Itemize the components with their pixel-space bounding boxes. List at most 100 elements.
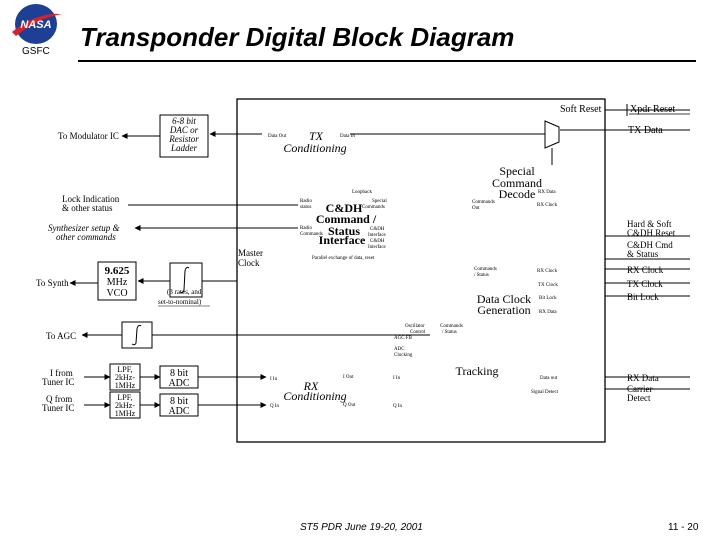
cdh-iface-a-2: Interface bbox=[368, 233, 387, 238]
xpdr-reset-label: Xpdr Reset bbox=[630, 104, 675, 115]
cdh-special-commands-2: Commands bbox=[362, 205, 385, 210]
dac-line-3: Resistor bbox=[168, 134, 199, 144]
rx-clock-out: RX Clock bbox=[627, 265, 664, 275]
bit-lock-out: Bit Lock bbox=[627, 292, 659, 302]
synth-setup-2: other commands bbox=[56, 232, 116, 242]
dcg-rx-data: RX Data bbox=[539, 310, 557, 315]
lock-indication-1: Lock Indication bbox=[62, 194, 120, 204]
nasa-logo-swoosh bbox=[12, 13, 62, 36]
osc-control-2: Control bbox=[410, 330, 426, 335]
cdh-title-2: Command / bbox=[316, 212, 377, 226]
adc-q-2: ADC bbox=[168, 406, 189, 417]
rx-cond-title: RX bbox=[303, 379, 319, 393]
lpf-q-block bbox=[109, 391, 141, 419]
special-cmd-commands-out-2: Out bbox=[472, 206, 480, 211]
tx-mux bbox=[544, 120, 560, 149]
dcg-rx-clock: RX Clock bbox=[537, 269, 558, 274]
adc-i-2: ADC bbox=[168, 378, 189, 389]
cdh-radio-status-2: status bbox=[300, 205, 311, 210]
adc-q-1: 8 bit bbox=[170, 396, 188, 407]
dcg-commands-2: / Status bbox=[474, 273, 489, 278]
integrator-note-2: set-to-nominal) bbox=[158, 298, 202, 306]
tracking-signal-detect: Signal Detect bbox=[531, 390, 559, 395]
cdh-loopback: Loopback bbox=[352, 190, 372, 195]
title-rule bbox=[78, 60, 696, 62]
cdh-title-3: Status bbox=[328, 224, 360, 238]
i-from-tuner-2: Tuner IC bbox=[42, 377, 74, 387]
rx-cond-i-out: I Out bbox=[343, 375, 354, 380]
rx-cond-q-in: Q In bbox=[270, 404, 280, 409]
lpf-i-3: 1MHz bbox=[115, 381, 136, 390]
tracking-q-in: Q In bbox=[393, 404, 403, 409]
agc-commands-2: / Status bbox=[442, 330, 457, 335]
lock-indication-2: & other status bbox=[62, 203, 113, 213]
to-agc-label: To AGC bbox=[46, 331, 76, 341]
master-clock-1: Master bbox=[238, 248, 263, 258]
vco-block bbox=[97, 261, 137, 301]
special-cmd-line-1: Special bbox=[499, 164, 535, 178]
cdh-radio-commands-2: Commands bbox=[300, 232, 323, 237]
special-cmd-line-3: Decode bbox=[499, 187, 536, 201]
nasa-logo: NASA bbox=[12, 4, 62, 44]
cdh-iface-b-1: C&DH bbox=[370, 239, 385, 244]
soft-reset-label: Soft Reset bbox=[560, 104, 602, 115]
adc-clocking-2: Clocking bbox=[394, 353, 413, 358]
adc-clocking-1: ADC bbox=[394, 347, 405, 352]
cdh-parallel-note: Parallel exchange of data, reset bbox=[312, 256, 375, 261]
agc-commands-1: Commands bbox=[440, 324, 463, 329]
tx-cond-data-in: Data In bbox=[340, 134, 355, 139]
agc-fb-label: AGC FB bbox=[394, 336, 413, 341]
dcg-tx-clock: TX Clock bbox=[538, 283, 558, 288]
carrier-detect-2: Detect bbox=[627, 393, 651, 403]
org-label: GSFC bbox=[22, 46, 50, 57]
adc-i-1: 8 bit bbox=[170, 368, 188, 379]
agc-integrator-symbol bbox=[131, 324, 142, 346]
cdh-title-1: C&DH bbox=[326, 201, 363, 215]
special-cmd-rx-clock: RX Clock bbox=[537, 203, 558, 208]
cdh-special-commands-1: Special bbox=[372, 199, 387, 204]
dcg-title-2: Generation bbox=[477, 303, 530, 317]
cdh-iface-a-1: C&DH bbox=[370, 227, 385, 232]
dac-line-2: DAC or bbox=[169, 125, 199, 135]
synth-setup-1: Synthesizer setup & bbox=[48, 223, 120, 233]
page-number: 11 - 20 bbox=[668, 522, 699, 533]
tracking-title: Tracking bbox=[456, 364, 499, 378]
vco-line-2: MHz bbox=[107, 277, 128, 288]
osc-control-1: Oscillator bbox=[405, 324, 425, 329]
q-from-tuner-1: Q from bbox=[46, 394, 72, 404]
cdh-interface-block: Loopback Radio status Special Commands C… bbox=[300, 190, 387, 261]
dac-line-1: 6-8 bit bbox=[172, 116, 196, 126]
to-modulator-label: To Modulator IC bbox=[58, 131, 119, 141]
carrier-detect-1: Carrier bbox=[627, 384, 652, 394]
rx-cond-q-out: Q Out bbox=[343, 403, 356, 408]
lpf-q-2: 2kHz- bbox=[115, 401, 135, 410]
vco-line-1: 9.625 bbox=[105, 265, 130, 277]
special-cmd-commands-out-1: Commands bbox=[472, 200, 495, 205]
lpf-q-1: LPF, bbox=[117, 393, 132, 402]
q-from-tuner-2: Tuner IC bbox=[42, 403, 74, 413]
cdh-radio-commands-1: Radio bbox=[300, 226, 312, 231]
rx-conditioning-block: I In I Out RX Conditioning Q In Q Out bbox=[270, 375, 356, 409]
i-from-tuner-1: I from bbox=[50, 368, 73, 378]
lpf-i-block bbox=[109, 363, 141, 391]
dac-line-4: Ladder bbox=[170, 143, 198, 153]
rx-data-out: RX Data bbox=[627, 373, 659, 383]
page-title: Transponder Digital Block Diagram bbox=[80, 22, 515, 52]
vco-line-3: VCO bbox=[106, 288, 127, 299]
cdh-title-4: Interface bbox=[319, 233, 366, 247]
special-cmd-line-2: Command bbox=[492, 176, 542, 190]
nasa-logo-text: NASA bbox=[20, 19, 51, 31]
vco-integrator-symbol bbox=[179, 266, 190, 294]
nasa-logo-disc bbox=[15, 4, 57, 44]
hard-soft-2: C&DH Reset bbox=[627, 228, 676, 238]
footer-event: ST5 PDR June 19-20, 2001 bbox=[300, 522, 423, 533]
rx-cond-subtitle: Conditioning bbox=[283, 389, 346, 403]
integrator-note-1: (3 rates, and bbox=[167, 288, 202, 296]
cdh-iface-b-2: Interface bbox=[368, 245, 387, 250]
rx-cond-i-in: I In bbox=[270, 377, 278, 382]
hard-soft-1: Hard & Soft bbox=[627, 219, 672, 229]
special-cmd-rx-data: RX Data bbox=[538, 190, 556, 195]
lpf-i-2: 2kHz- bbox=[115, 373, 135, 382]
lpf-i-1: LPF, bbox=[117, 365, 132, 374]
